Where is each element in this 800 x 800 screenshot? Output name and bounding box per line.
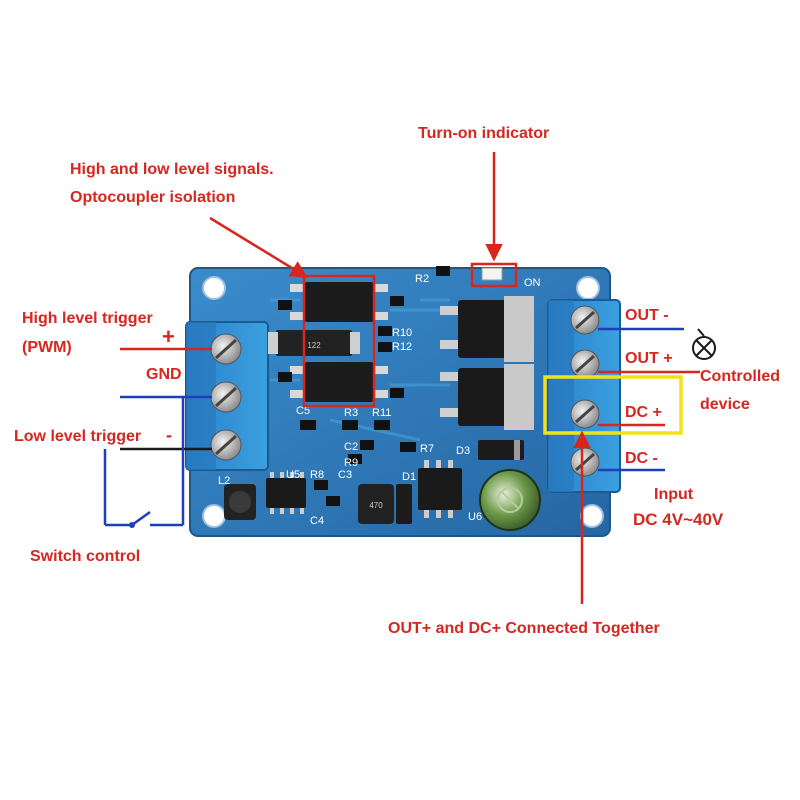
screw-terminal bbox=[210, 381, 242, 413]
inductor-470: 470 bbox=[358, 484, 394, 524]
smd-resistors bbox=[278, 296, 416, 506]
screw-terminal bbox=[570, 399, 600, 429]
ic-u6 bbox=[418, 460, 462, 518]
signals-label-line1: High and low level signals. bbox=[70, 161, 274, 178]
diode-ss34 bbox=[396, 484, 412, 524]
screw-terminal bbox=[210, 333, 242, 365]
silk-r10: R10 bbox=[392, 327, 412, 339]
out-minus-label: OUT - bbox=[625, 307, 669, 324]
silk-d1: D1 bbox=[402, 471, 416, 483]
electrolytic-capacitor bbox=[479, 469, 541, 531]
silk-c5: C5 bbox=[296, 405, 310, 417]
silk-u5: U5 bbox=[286, 469, 300, 481]
connected-together-label: OUT+ and DC+ Connected Together bbox=[388, 620, 660, 637]
silk-on: ON bbox=[524, 277, 541, 289]
indicator-highlight-box bbox=[470, 262, 518, 288]
silk-r11: R11 bbox=[372, 407, 391, 419]
silk-l2: L2 bbox=[218, 475, 230, 487]
turn-on-indicator-label: Turn-on indicator bbox=[418, 125, 550, 142]
right-wiring bbox=[598, 327, 705, 472]
power-resistor: 122 bbox=[268, 330, 360, 356]
silk-d3: D3 bbox=[456, 445, 470, 457]
silk-r8: R8 bbox=[310, 469, 324, 481]
silk-u6: U6 bbox=[468, 511, 482, 523]
silk-r2: R2 bbox=[415, 273, 429, 285]
silk-r12: R12 bbox=[392, 341, 412, 353]
minus-left-label: - bbox=[166, 425, 172, 445]
silk-r3: R3 bbox=[344, 407, 358, 419]
mount-hole bbox=[576, 276, 600, 300]
mount-hole bbox=[580, 504, 604, 528]
inductor-l2 bbox=[224, 484, 256, 520]
mosfet-top bbox=[440, 296, 534, 362]
dc-plus-label: DC + bbox=[625, 404, 662, 421]
dc-range-label: DC 4V~40V bbox=[633, 510, 724, 529]
dc-minus-label: DC - bbox=[625, 450, 658, 467]
screw-terminal bbox=[570, 305, 600, 335]
optocoupler-top bbox=[290, 282, 388, 322]
screw-terminal bbox=[570, 447, 600, 477]
silk-r7: R7 bbox=[420, 443, 434, 455]
silk-c2: C2 bbox=[344, 441, 358, 453]
switch-control-label: Switch control bbox=[30, 548, 141, 565]
input-label: Input bbox=[654, 486, 694, 503]
screw-terminal bbox=[210, 429, 242, 461]
pwm-label: (PWM) bbox=[22, 339, 72, 356]
signals-label-line2: Optocoupler isolation bbox=[70, 189, 236, 206]
left-wiring bbox=[103, 347, 212, 528]
silk-c4: C4 bbox=[310, 515, 324, 527]
screw-terminal bbox=[570, 349, 600, 379]
lamp-icon bbox=[692, 336, 716, 360]
silk-c3: C3 bbox=[338, 469, 352, 481]
resistor-code: 122 bbox=[307, 341, 321, 350]
output-terminal-block bbox=[547, 299, 621, 493]
mount-hole bbox=[202, 276, 226, 300]
gnd-label: GND bbox=[146, 366, 182, 383]
diode-d3 bbox=[478, 440, 524, 460]
high-level-trigger-label: High level trigger bbox=[22, 310, 153, 327]
mount-hole bbox=[202, 504, 226, 528]
ic-u5 bbox=[266, 472, 306, 514]
mosfet-bottom bbox=[440, 364, 534, 430]
controlled-device-label-line2: device bbox=[700, 396, 750, 413]
out-plus-label: OUT + bbox=[625, 350, 673, 367]
controlled-device-label-line1: Controlled bbox=[700, 368, 780, 385]
optocoupler-arrow bbox=[209, 216, 308, 278]
plus-left-label: + bbox=[162, 324, 175, 349]
connected-highlight-box bbox=[543, 375, 683, 435]
power-led bbox=[436, 266, 503, 281]
inductor-code: 470 bbox=[369, 501, 383, 510]
silk-r9: R9 bbox=[344, 457, 358, 469]
low-level-trigger-label: Low level trigger bbox=[14, 428, 142, 445]
optocoupler-bottom bbox=[290, 362, 388, 402]
optocoupler-highlight-box bbox=[302, 274, 376, 408]
